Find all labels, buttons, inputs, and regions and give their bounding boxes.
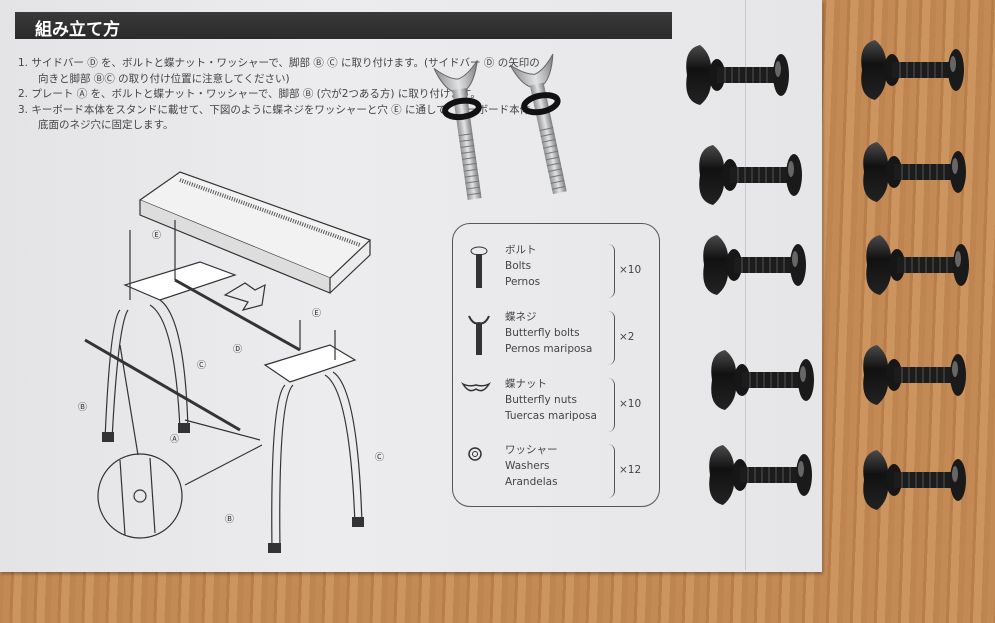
part-name-jp: 蝶ネジ — [505, 311, 537, 323]
part-name-en: Butterfly nuts — [505, 394, 577, 406]
page-title: 組み立て方 — [35, 20, 120, 40]
butterfly-nut-icon — [461, 382, 491, 392]
part-qty: ×12 — [619, 464, 642, 476]
label-d: Ⓓ — [233, 344, 242, 355]
part-name-en: Bolts — [505, 260, 532, 272]
butterfly-bolt-silver-1 — [434, 60, 497, 202]
step-3-cont: 底面のネジ穴に固定します。 — [38, 119, 174, 131]
step-2: 2. プレート Ⓐ を、ボルトと蝶ナット・ワッシャーで、脚部 Ⓑ (穴が2つある… — [18, 88, 481, 100]
brace — [608, 244, 615, 298]
brace — [608, 378, 615, 432]
step-1: 1. サイドバー Ⓓ を、ボルトと蝶ナット・ワッシャーで、脚部 Ⓑ Ⓒ に取り付… — [18, 57, 540, 69]
washer-icon — [468, 447, 482, 461]
part-name-en: Butterfly bolts — [505, 327, 580, 339]
part-name-es: Pernos mariposa — [505, 343, 593, 355]
part-name-jp: ボルト — [505, 244, 537, 256]
label-c2: Ⓒ — [197, 360, 206, 371]
label-c: Ⓒ — [375, 452, 384, 463]
assembly-steps: 1. サイドバー Ⓓ を、ボルトと蝶ナット・ワッシャーで、脚部 Ⓑ Ⓒ に取り付… — [18, 56, 540, 134]
label-a: Ⓐ — [170, 434, 179, 445]
part-qty: ×10 — [619, 264, 642, 276]
label-e2: Ⓔ — [312, 308, 321, 319]
brace — [608, 311, 615, 365]
step-3: 3. キーボード本体をスタンドに載せて、下図のように蝶ネジをワッシャーと穴 Ⓔ … — [18, 103, 531, 116]
title-bar: 組み立て方 — [15, 12, 672, 40]
step-1-cont: 向きと脚部 ⒷⒸ の取り付け位置に注意してください) — [38, 72, 290, 85]
sheet-edge — [745, 0, 746, 570]
leg-cap — [102, 432, 114, 442]
label-b: Ⓑ — [78, 402, 87, 413]
part-name-es: Tuercas mariposa — [505, 410, 597, 422]
part-name-jp: 蝶ナット — [505, 378, 547, 390]
part-name-es: Arandelas — [505, 476, 558, 488]
part-qty: ×2 — [619, 331, 635, 343]
part-name-jp: ワッシャー — [505, 444, 558, 456]
label-b2: Ⓑ — [225, 514, 234, 525]
label-e: Ⓔ — [152, 230, 161, 241]
black-bolt-set — [685, 39, 970, 511]
butterfly-bolt-silver-2 — [510, 54, 582, 197]
part-name-es: Pernos — [505, 276, 541, 288]
bolt-icon — [470, 246, 488, 288]
brace — [608, 444, 615, 498]
part-qty: ×10 — [619, 398, 642, 410]
butterfly-bolt-icon — [468, 315, 490, 355]
part-name-en: Washers — [505, 460, 550, 472]
